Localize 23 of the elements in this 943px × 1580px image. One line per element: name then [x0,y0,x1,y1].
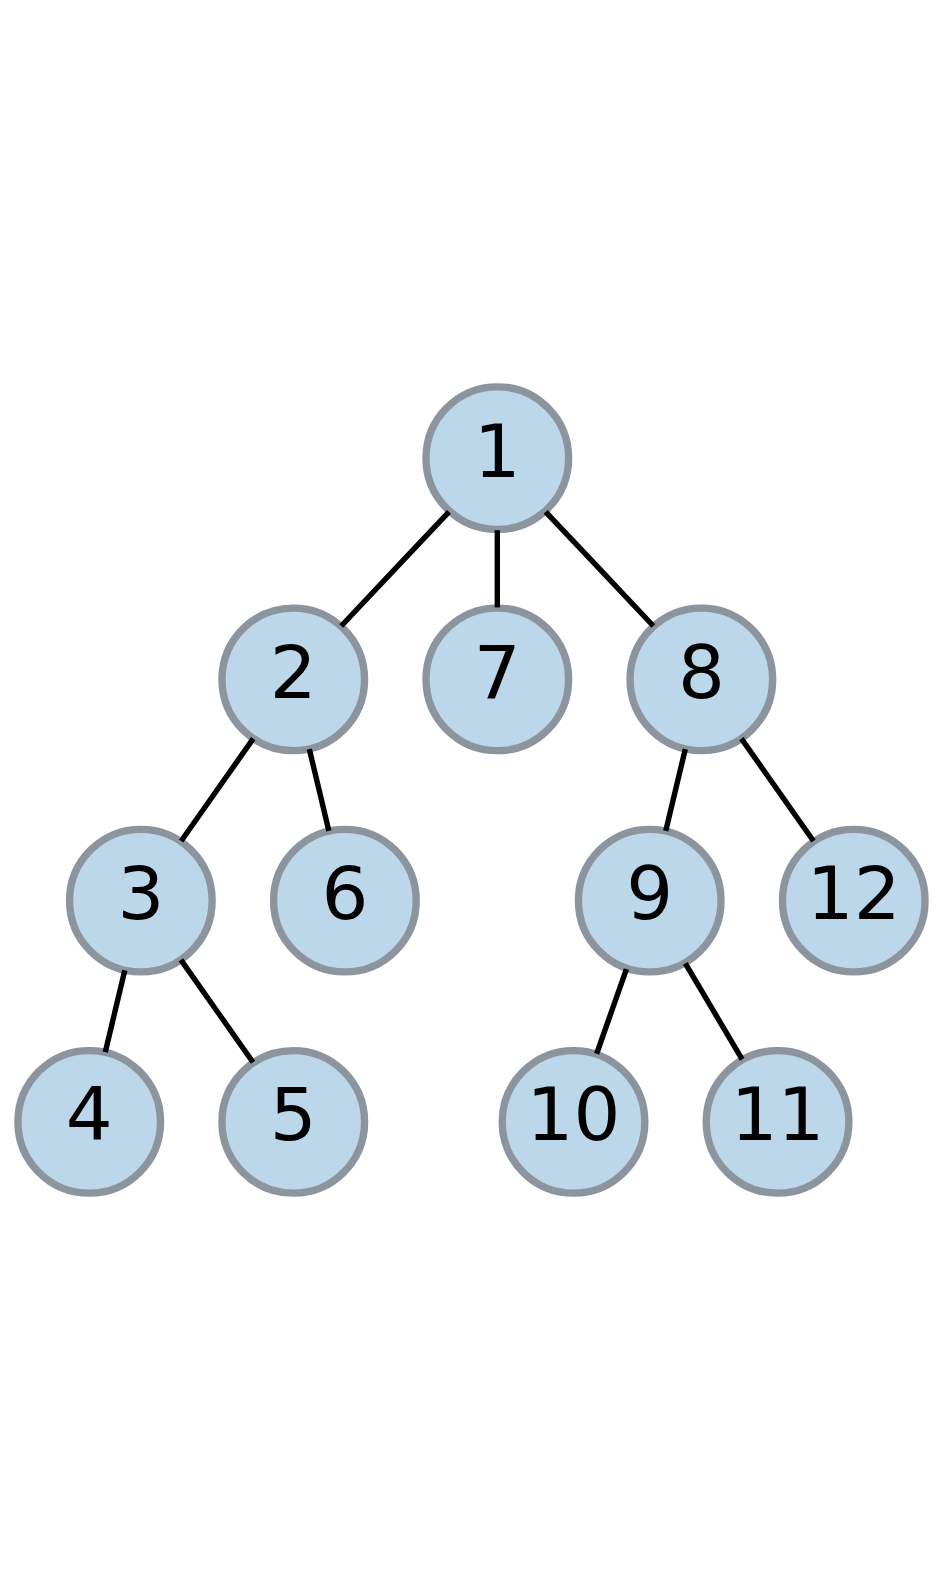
node-circle: 4 [14,1046,165,1197]
connector [663,748,688,832]
connector [102,969,128,1053]
connector [494,530,500,608]
connector [339,510,451,628]
node-circle: 2 [218,604,369,755]
node-circle: 9 [574,825,725,976]
node-circle: 12 [778,825,929,976]
node-circle: 11 [702,1046,853,1197]
node-circle: 10 [498,1046,649,1197]
node-circle: 8 [626,604,777,755]
connector [739,737,816,843]
connector [683,961,745,1061]
connector [543,510,656,628]
node-circle: 5 [218,1046,369,1197]
node-circle: 3 [65,825,216,976]
connector [178,737,256,843]
node-circle: 6 [269,825,420,976]
node-circle: 7 [422,604,573,755]
connector [306,748,332,832]
connector [594,968,629,1055]
connector [178,958,256,1064]
node-circle: 1 [422,383,573,534]
